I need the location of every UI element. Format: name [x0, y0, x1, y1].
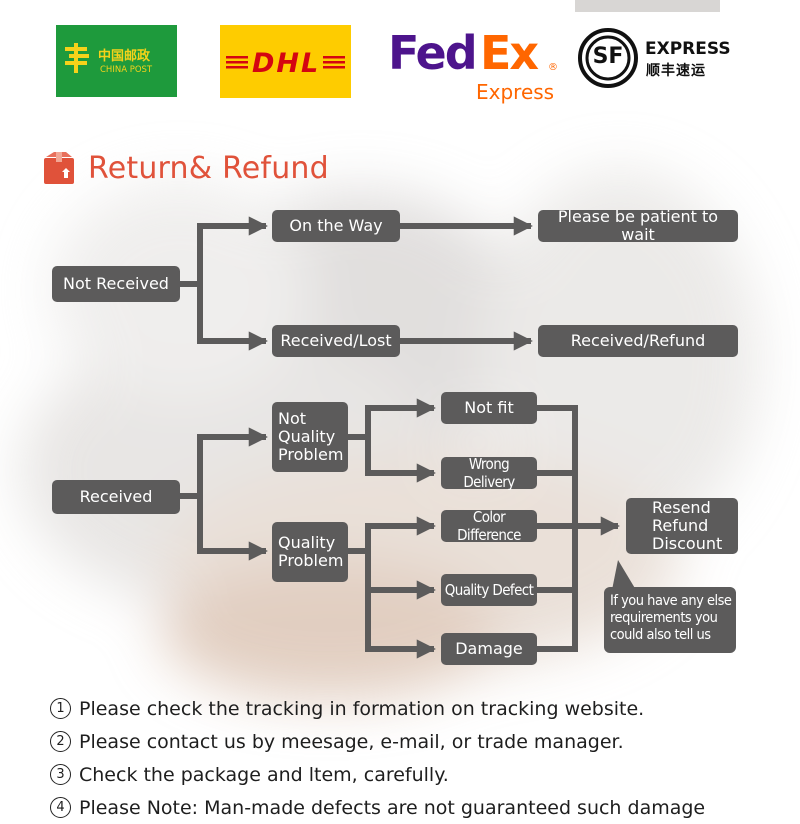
node-quality-problem: Quality Problem	[272, 522, 348, 582]
registered-mark-icon: ®	[548, 62, 558, 73]
node-color-difference: Color Difference	[441, 508, 537, 544]
note-item: 3 Check the package and ltem, carefully.	[50, 758, 790, 791]
node-not-received: Not Received	[52, 266, 180, 302]
node-not-fit: Not fit	[441, 392, 537, 424]
dhl-text: DHL	[252, 48, 321, 79]
china-post-logo: 中国邮政 CHINA POST	[56, 25, 177, 97]
sf-express-logo: SF EXPRESS 顺丰速运	[577, 27, 731, 89]
tip-bubble: If you have any else requirements you co…	[604, 587, 736, 653]
section-header: Return& Refund	[42, 150, 329, 186]
node-received-lost: Received/Lost	[272, 325, 400, 357]
note-number-icon: 1	[50, 698, 71, 719]
fedex-express: Express	[476, 80, 555, 104]
note-text: Check the package and ltem, carefully.	[79, 763, 449, 786]
china-post-icon	[65, 43, 89, 73]
node-please-be-patient: Please be patient to wait	[538, 208, 738, 244]
note-item: 2 Please contact us by meesage, e-mail, …	[50, 725, 790, 758]
note-item: 4 Please Note: Man-made defects are not …	[50, 791, 790, 824]
sf-mark: SF	[592, 44, 624, 69]
note-number-icon: 3	[50, 764, 71, 785]
flow-connectors	[180, 216, 636, 659]
node-damage: Damage	[441, 633, 537, 665]
node-received-refund: Received/Refund	[538, 325, 738, 357]
section-title: Return& Refund	[88, 150, 329, 186]
china-post-cn: 中国邮政	[98, 49, 151, 64]
sf-express-en: EXPRESS	[645, 39, 731, 59]
node-received: Received	[52, 480, 180, 514]
note-text: Please check the tracking in formation o…	[79, 697, 645, 720]
fedex-fed: Fed	[388, 26, 478, 80]
note-number-icon: 2	[50, 731, 71, 752]
dhl-stripes	[226, 56, 345, 69]
sf-express-cn: 顺丰速运	[646, 63, 706, 79]
box-icon	[44, 152, 74, 184]
notes-list: 1 Please check the tracking in formation…	[50, 692, 790, 824]
note-text: Please contact us by meesage, e-mail, or…	[79, 730, 624, 753]
node-wrong-delivery: Wrong Delivery	[441, 455, 537, 491]
fedex-logo: Fed Ex Express ®	[388, 26, 563, 108]
node-not-quality-problem: Not Quality Problem	[272, 402, 348, 472]
note-item: 1 Please check the tracking in formation…	[50, 692, 790, 725]
fedex-ex: Ex	[480, 26, 539, 80]
node-quality-defect: Quality Defect	[441, 574, 537, 606]
china-post-en: CHINA POST	[100, 65, 153, 75]
note-text: Please Note: Man-made defects are not gu…	[79, 796, 706, 819]
node-resend-refund-discount: Resend Refund Discount	[626, 498, 738, 554]
dhl-logo: DHL	[220, 25, 351, 98]
note-number-icon: 4	[50, 797, 71, 818]
sf-emblem-icon	[578, 28, 638, 88]
node-on-the-way: On the Way	[272, 210, 400, 242]
